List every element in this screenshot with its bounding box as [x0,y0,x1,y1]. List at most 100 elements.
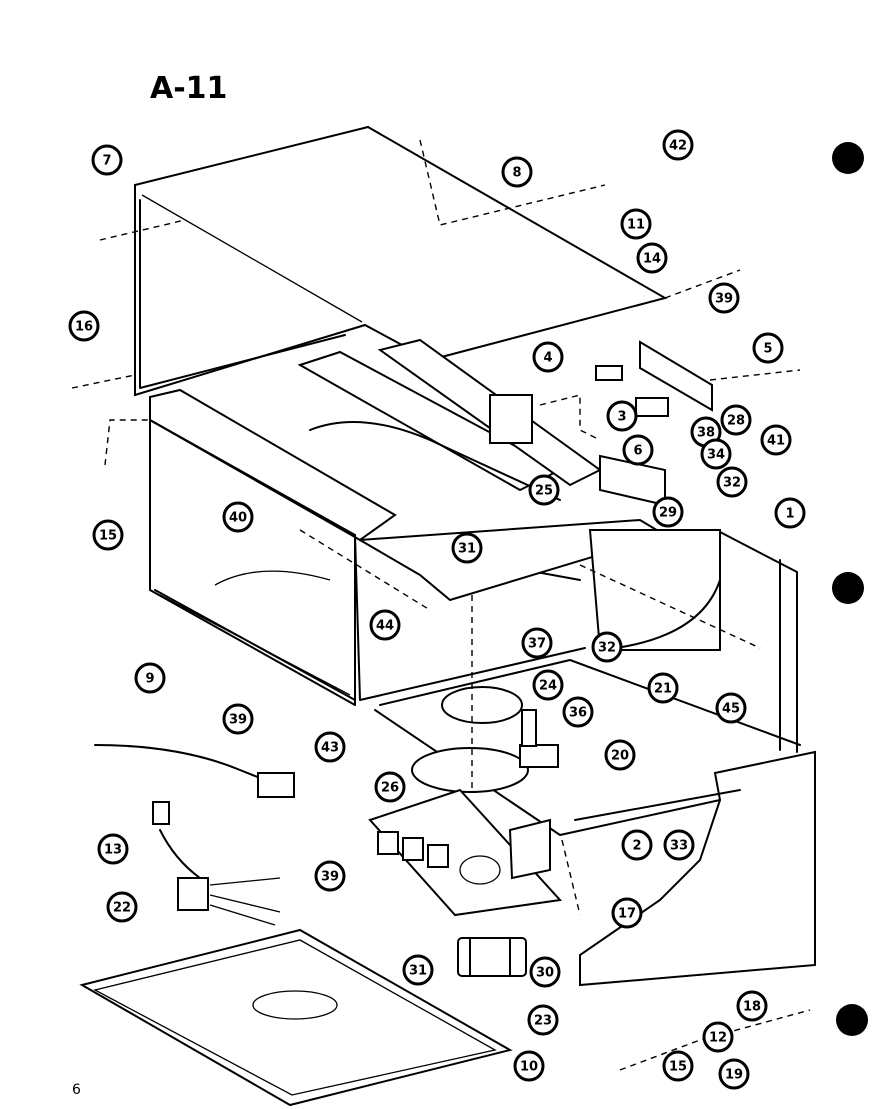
callout-number: 20 [611,749,629,764]
callout-10: 10 [513,1050,545,1082]
callout-circle [374,771,406,803]
drip-tray [79,928,513,1107]
callout-number: 34 [707,448,725,463]
callout-number: 29 [659,506,677,521]
callout-22: 22 [106,891,138,923]
callout-number: 11 [627,218,645,233]
callout-circle [622,434,654,466]
callout-number: 23 [534,1014,552,1029]
callout-36: 36 [562,696,594,728]
callout-circle [647,672,679,704]
callout-circle [621,829,653,861]
callout-circle [451,532,483,564]
callout-13: 13 [97,833,129,865]
callout-circle [528,474,560,506]
callout-number: 39 [229,713,247,728]
callout-32: 32 [591,631,623,663]
callout-31: 31 [451,532,483,564]
callout-circle [591,631,623,663]
callout-number: 44 [376,619,394,634]
callout-26: 26 [374,771,406,803]
callout-1: 1 [774,497,806,529]
callout-number: 16 [75,320,93,335]
callout-number: 25 [535,484,553,499]
callout-number: 24 [539,679,557,694]
callout-circle [521,627,553,659]
callout-32: 32 [716,466,748,498]
callout-number: 1 [785,507,794,522]
diagram-title: A-11 [150,71,227,106]
callout-42: 42 [662,129,694,161]
callout-11: 11 [620,208,652,240]
stirrer-assembly [411,686,559,793]
callout-number: 13 [104,843,122,858]
callout-circle [662,1050,694,1082]
side-and-front-panels [574,529,816,987]
callout-21: 21 [647,672,679,704]
callout-circle [527,1004,559,1036]
callout-circle [708,282,740,314]
callout-number: 36 [569,706,587,721]
callout-circle [369,609,401,641]
callout-number: 32 [723,476,741,491]
callout-number: 6 [633,444,642,459]
callout-4: 4 [532,341,564,373]
page-number: 6 [72,1082,81,1098]
callout-33: 33 [663,829,695,861]
callout-circle [106,891,138,923]
callout-number: 5 [763,342,772,357]
callout-circle [636,242,668,274]
callout-circle [134,662,166,694]
callout-number: 14 [643,252,661,267]
callout-circle [752,332,784,364]
callout-3: 3 [606,400,638,432]
callout-number: 21 [654,682,672,697]
callout-circle [716,466,748,498]
callout-18: 18 [736,990,768,1022]
callout-circle [501,156,533,188]
callout-24: 24 [532,669,564,701]
callout-20: 20 [604,739,636,771]
callout-number: 22 [113,901,131,916]
callout-number: 38 [697,426,715,441]
callout-circle [652,496,684,528]
callout-number: 39 [715,292,733,307]
callout-circle [532,341,564,373]
callout-number: 7 [102,154,111,169]
callout-15: 15 [662,1050,694,1082]
callout-circle [718,1058,750,1090]
callout-15: 15 [92,519,124,551]
callout-circle [662,129,694,161]
assembly-leader-lines [71,139,811,1071]
callout-number: 19 [725,1068,743,1083]
callout-circle [222,703,254,735]
callout-circle [513,1050,545,1082]
motor-bracket [368,788,563,917]
callout-39: 39 [708,282,740,314]
callout-41: 41 [760,424,792,456]
callout-circle [402,954,434,986]
callout-number: 18 [743,1000,761,1015]
callout-number: 8 [512,166,521,181]
callout-circle [715,692,747,724]
power-cord [94,744,295,798]
callout-number: 37 [528,637,546,652]
small-parts [152,801,281,926]
callout-5: 5 [752,332,784,364]
callout-34: 34 [700,438,732,470]
callout-number: 31 [409,964,427,979]
callout-number: 43 [321,741,339,756]
callout-number: 2 [632,839,641,854]
callout-30: 30 [529,956,561,988]
callout-circle [314,731,346,763]
callout-12: 12 [702,1021,734,1053]
callout-number: 26 [381,781,399,796]
callout-number: 9 [145,672,154,687]
callout-14: 14 [636,242,668,274]
callout-number: 4 [543,351,552,366]
callout-circle [760,424,792,456]
callout-number: 30 [536,966,554,981]
callout-39: 39 [222,703,254,735]
callout-circle [720,404,752,436]
callout-number: 33 [670,839,688,854]
